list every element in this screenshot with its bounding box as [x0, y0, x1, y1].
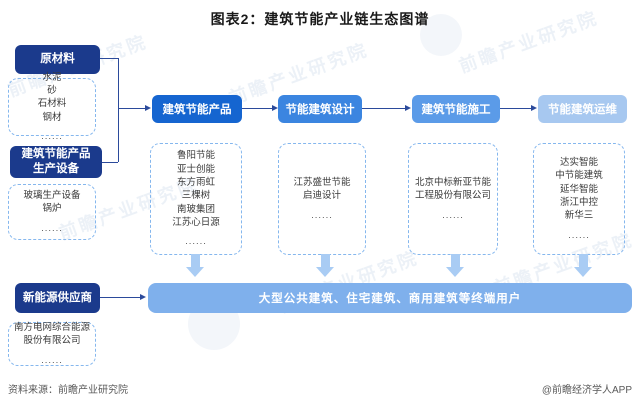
- ellipsis: ......: [185, 236, 207, 248]
- connector-line: [100, 58, 118, 59]
- company: 延华智能: [559, 183, 598, 195]
- new-energy-supplier-list: 南方电网综合能源股份有限公司 ......: [8, 322, 96, 366]
- credit-note: @前瞻经济学人APP: [541, 385, 632, 396]
- source-note: 资料来源：前瞻产业研究院: [8, 385, 128, 396]
- company: 北京中标新亚节能工程股份有限公司: [414, 177, 491, 202]
- stage-products-companies: 鲁阳节能 亚士创能 东方雨虹 三棵树 南玻集团 江苏心日源 ......: [150, 143, 242, 255]
- company: 江苏心日源: [172, 216, 220, 228]
- list-item: 锅炉: [42, 203, 62, 215]
- down-arrow-icon: [574, 254, 593, 277]
- ellipsis: ......: [311, 209, 333, 221]
- company: 南玻集团: [176, 203, 215, 215]
- stage-design: 节能建筑设计: [278, 95, 362, 123]
- company: 东方雨虹: [176, 177, 215, 189]
- stage-construction-companies: 北京中标新亚节能工程股份有限公司 ......: [408, 143, 498, 255]
- ellipsis: ......: [41, 354, 63, 366]
- connector-line: [102, 162, 118, 163]
- company: 中节能建筑: [555, 170, 603, 182]
- arrowhead-icon: [405, 105, 411, 111]
- ellipsis: ......: [41, 222, 63, 234]
- company: 三棵树: [181, 190, 211, 202]
- list-item: 南方电网综合能源股份有限公司: [13, 322, 90, 347]
- ellipsis: ......: [442, 209, 464, 221]
- down-arrow-icon: [316, 254, 335, 277]
- company: 达实智能: [559, 157, 598, 169]
- stage-design-companies: 江苏盛世节能 启迪设计 ......: [278, 143, 366, 255]
- connector-line: [242, 108, 272, 109]
- page-title: 图表2：建筑节能产业链生态图谱: [210, 11, 430, 27]
- arrowhead-icon: [140, 294, 146, 300]
- connector-line: [100, 297, 140, 298]
- company: 江苏盛世节能: [293, 177, 351, 189]
- arrowhead-icon: [531, 105, 537, 111]
- company: 新华三: [564, 210, 594, 222]
- stage-operation: 节能建筑运维: [538, 95, 627, 123]
- new-energy-supplier-header: 新能源供应商: [15, 283, 100, 313]
- company: 鲁阳节能: [176, 150, 215, 162]
- down-arrow-icon: [186, 254, 205, 277]
- ellipsis: ......: [41, 130, 63, 142]
- stage-operation-companies: 达实智能 中节能建筑 延华智能 浙江中控 新华三 ......: [533, 143, 625, 255]
- production-equipment-header: 建筑节能产品 生产设备: [10, 146, 102, 178]
- connector-line: [118, 108, 145, 109]
- connector-line: [118, 58, 119, 162]
- end-users-bar: 大型公共建筑、住宅建筑、商用建筑等终端用户: [148, 283, 632, 313]
- production-equipment-list: 玻璃生产设备 锅炉 ......: [8, 184, 96, 240]
- arrowhead-icon: [145, 105, 151, 111]
- list-item: 钢材: [42, 111, 62, 123]
- list-item: 水泥: [42, 71, 62, 83]
- list-item: 砂: [47, 85, 57, 97]
- company: 启迪设计: [302, 190, 341, 202]
- connector-line: [362, 108, 405, 109]
- raw-materials-header: 原材料: [15, 45, 100, 74]
- stage-construction: 建筑节能施工: [412, 95, 500, 123]
- list-item: 石材料: [37, 98, 67, 110]
- ellipsis: ......: [568, 229, 590, 241]
- stage-products: 建筑节能产品: [152, 95, 242, 123]
- raw-materials-list: 水泥 砂 石材料 钢材 ......: [8, 72, 96, 142]
- connector-line: [500, 108, 531, 109]
- arrowhead-icon: [272, 105, 278, 111]
- down-arrow-icon: [446, 254, 465, 277]
- company: 亚士创能: [176, 163, 215, 175]
- company: 浙江中控: [559, 197, 598, 208]
- list-item: 玻璃生产设备: [23, 190, 81, 202]
